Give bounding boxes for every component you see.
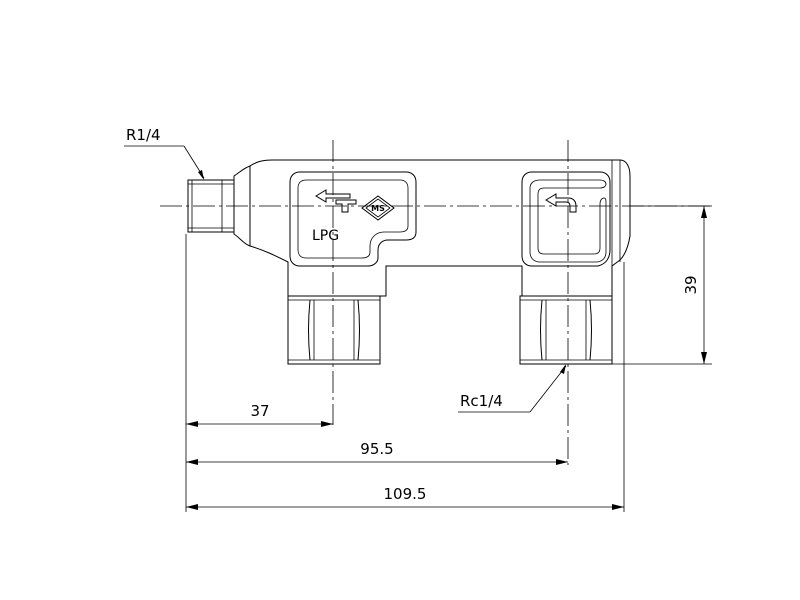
- dimension-95-5: 95.5: [186, 440, 568, 465]
- right-boss: [521, 171, 611, 267]
- outlet-thread-label: Rc1/4: [460, 392, 503, 410]
- dimension-39: 39: [682, 206, 707, 364]
- lpg-label: LPG: [312, 228, 339, 244]
- dimension-109-5: 109.5: [186, 485, 624, 510]
- dimension-95-5-label: 95.5: [360, 440, 393, 458]
- dimension-39-label: 39: [682, 275, 700, 294]
- dimension-37: 37: [186, 402, 333, 427]
- callout-r14: R1/4: [124, 126, 205, 180]
- flow-arrow-icon: [315, 189, 357, 213]
- extension-lines: [185, 205, 712, 512]
- inlet-thread-label: R1/4: [126, 126, 161, 144]
- center-lines: [160, 140, 712, 465]
- hex-fitting-right: [519, 295, 613, 365]
- valve-body: [187, 159, 631, 297]
- callout-rc14: Rc1/4: [458, 364, 567, 413]
- ms-diamond-icon: MS: [361, 195, 395, 221]
- left-boss: MS LPG: [289, 171, 417, 267]
- return-arrow-icon: [545, 193, 577, 213]
- hex-fitting-left: [287, 295, 381, 365]
- ms-mark-text: MS: [371, 204, 385, 213]
- dimension-37-label: 37: [250, 402, 269, 420]
- housing-outline: [249, 159, 631, 297]
- dimension-109-5-label: 109.5: [384, 485, 427, 503]
